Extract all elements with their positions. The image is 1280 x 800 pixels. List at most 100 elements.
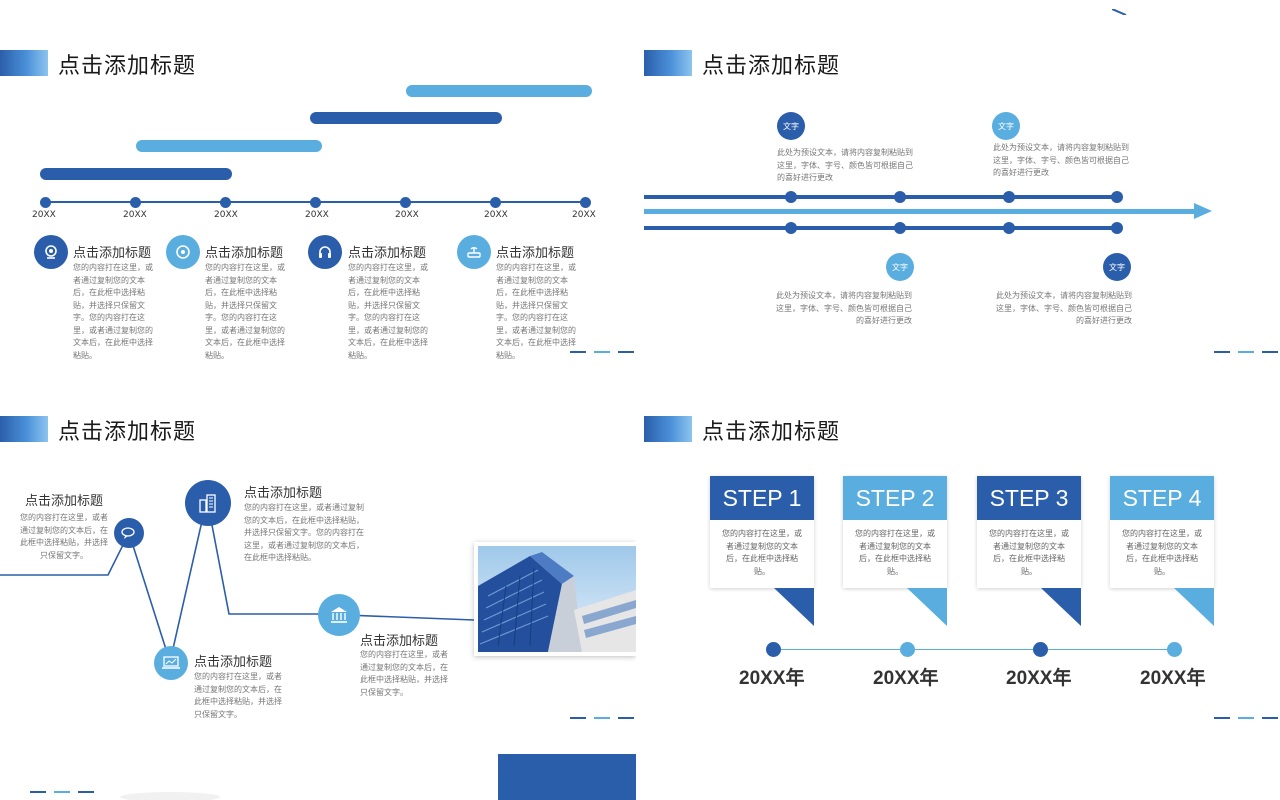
corner-decoration — [570, 351, 636, 354]
year-label: 20XX年 — [739, 668, 805, 689]
text-badge[interactable]: 文字 — [992, 112, 1020, 140]
timeline-dot — [1111, 222, 1123, 234]
cloud-shape — [120, 792, 220, 800]
item-heading[interactable]: 点击添加标题 — [360, 634, 439, 649]
timeline-dot — [766, 642, 781, 657]
timeline-dot — [220, 197, 231, 208]
timeline-dot — [400, 197, 411, 208]
timeline-dot — [1033, 642, 1048, 657]
item-text[interactable]: 您的内容打在这里，或者通过复制您的文本后，在此框中选择粘贴，并选择只保留文字。 — [20, 513, 108, 560]
next-slide-thumbnail-left[interactable] — [0, 740, 636, 800]
item-text[interactable]: 此处为预设文本，请将内容复制粘贴到这里，字体、字号、颜色皆可根据自己的喜好进行更… — [777, 148, 913, 182]
title-accent-bar — [0, 416, 48, 442]
timeline-dot — [900, 642, 915, 657]
arrow-head-icon — [1194, 203, 1212, 219]
item-text[interactable]: 您的内容打在这里，或者通过复制您的文本后，在此框中选择粘贴，并选择只保留文字。您… — [244, 503, 364, 562]
year-label: 20XX — [123, 210, 147, 220]
item-text[interactable]: 您的内容打在这里，或者通过复制您的文本后，在此框中选择粘贴，并选择只保留文字。 — [194, 672, 282, 719]
item-heading[interactable]: 点击添加标题 — [244, 486, 323, 501]
gantt-bar-1 — [40, 168, 232, 180]
item-text[interactable]: 您的内容打在这里，或者通过复制您的文本后，在此框中选择粘贴，并选择只保留文字。您… — [73, 263, 153, 360]
timeline-dot — [1003, 191, 1015, 203]
item-text[interactable]: 此处为预设文本，请将内容复制粘贴到这里，字体、字号、颜色皆可根据自己的喜好进行更… — [993, 143, 1129, 177]
year-label: 20XX — [484, 210, 508, 220]
year-label: 20XX — [395, 210, 419, 220]
item-heading[interactable]: 点击添加标题 — [73, 246, 152, 261]
text-badge[interactable]: 文字 — [886, 253, 914, 281]
corner-decoration — [570, 717, 636, 720]
timeline-dot — [490, 197, 501, 208]
steps-timeline-line — [774, 649, 1174, 650]
title-accent-bar — [644, 50, 692, 76]
item-heading[interactable]: 点击添加标题 — [194, 655, 273, 670]
slide-4-steps[interactable]: 点击添加标题 STEP 1 您的内容打在这里，或者通过复制您的文本后，在此框中选… — [644, 366, 1280, 732]
year-label: 20XX — [305, 210, 329, 220]
chat-bubbles-icon — [114, 518, 144, 548]
headphones-icon — [308, 235, 342, 269]
slide-title[interactable]: 点击添加标题 — [58, 54, 197, 79]
step-pointer — [1041, 588, 1081, 626]
step-text: 您的内容打在这里，或者通过复制您的文本后，在此框中选择粘贴。 — [722, 529, 802, 576]
text-badge[interactable]: 文字 — [1103, 253, 1131, 281]
year-label: 20XX — [572, 210, 596, 220]
item-text[interactable]: 您的内容打在这里，或者通过复制您的文本后，在此框中选择粘贴，并选择只保留文字。 — [360, 650, 448, 697]
timeline-dot — [894, 222, 906, 234]
timeline-dot — [1111, 191, 1123, 203]
corner-decoration — [1214, 717, 1280, 720]
zigzag-connector — [0, 498, 475, 666]
slide-3-zigzag-timeline[interactable]: 点击添加标题 点击添加标题 您的内容打在这里，或者通过复制您的文本后，在此框中选… — [0, 366, 636, 732]
gantt-bar-4 — [406, 85, 592, 97]
item-heading[interactable]: 点击添加标题 — [496, 246, 575, 261]
buildings-icon — [185, 480, 231, 526]
year-label: 20XX年 — [1006, 668, 1072, 689]
step-card[interactable]: STEP 1 您的内容打在这里，或者通过复制您的文本后，在此框中选择粘贴。 — [710, 476, 814, 588]
building-photo-image — [478, 546, 636, 652]
item-heading[interactable]: 点击添加标题 — [25, 494, 104, 509]
router-icon — [457, 235, 491, 269]
item-text[interactable]: 您的内容打在这里，或者通过复制您的文本后，在此框中选择粘贴，并选择只保留文字。您… — [496, 263, 576, 360]
slide-title[interactable]: 点击添加标题 — [702, 420, 841, 445]
text-badge[interactable]: 文字 — [777, 112, 805, 140]
year-label: 20XX年 — [1140, 668, 1206, 689]
corner-decoration — [30, 791, 96, 794]
step-pointer — [1174, 588, 1214, 626]
badge-label: 文字 — [783, 121, 799, 131]
badge-label: 文字 — [892, 262, 908, 272]
item-heading[interactable]: 点击添加标题 — [205, 246, 284, 261]
timeline-dot — [894, 191, 906, 203]
slide-title[interactable]: 点击添加标题 — [58, 420, 197, 445]
year-label: 20XX年 — [873, 668, 939, 689]
item-text[interactable]: 此处为预设文本，请将内容复制粘贴到这里，字体、字号、颜色皆可根据自己的喜好进行更… — [776, 291, 912, 325]
step-label: STEP 4 — [1110, 476, 1214, 520]
slide-2-arrow-timeline[interactable]: 点击添加标题 文字 此处为预设文本，请将内容复制粘贴到这里，字体、字号、颜色皆可… — [644, 0, 1280, 366]
item-text[interactable]: 此处为预设文本，请将内容复制粘贴到这里，字体、字号、颜色皆可根据自己的喜好进行更… — [996, 291, 1132, 325]
step-pointer — [774, 588, 814, 626]
timeline-dot — [1167, 642, 1182, 657]
item-heading[interactable]: 点击添加标题 — [348, 246, 427, 261]
timeline-line-top — [644, 195, 1118, 199]
next-slide-image-strip — [498, 754, 636, 800]
step-text: 您的内容打在这里，或者通过复制您的文本后，在此框中选择粘贴。 — [1122, 529, 1202, 576]
item-text[interactable]: 您的内容打在这里，或者通过复制您的文本后，在此框中选择粘贴，并选择只保留文字。您… — [348, 263, 428, 360]
title-accent-bar — [644, 416, 692, 442]
laptop-chart-icon — [154, 646, 188, 680]
badge-label: 文字 — [998, 121, 1014, 131]
slide-1-timeline[interactable]: 点击添加标题 20XX 20XX 20XX 20XX 20XX 20XX 20X… — [0, 0, 636, 366]
step-pointer — [907, 588, 947, 626]
corner-decoration — [1214, 351, 1280, 354]
badge-label: 文字 — [1109, 262, 1125, 272]
step-card[interactable]: STEP 2 您的内容打在这里，或者通过复制您的文本后，在此框中选择粘贴。 — [843, 476, 947, 588]
bank-icon — [318, 594, 360, 636]
year-label: 20XX — [214, 210, 238, 220]
step-label: STEP 2 — [843, 476, 947, 520]
slide-title[interactable]: 点击添加标题 — [702, 54, 841, 79]
year-label: 20XX — [32, 210, 56, 220]
step-text: 您的内容打在这里，或者通过复制您的文本后，在此框中选择粘贴。 — [855, 529, 935, 576]
gantt-bar-3 — [310, 112, 502, 124]
step-card[interactable]: STEP 4 您的内容打在这里，或者通过复制您的文本后，在此框中选择粘贴。 — [1110, 476, 1214, 588]
timeline-dot — [580, 197, 591, 208]
timeline-dot — [40, 197, 51, 208]
step-label: STEP 3 — [977, 476, 1081, 520]
item-text[interactable]: 您的内容打在这里，或者通过复制您的文本后，在此框中选择粘贴，并选择只保留文字。您… — [205, 263, 285, 360]
step-card[interactable]: STEP 3 您的内容打在这里，或者通过复制您的文本后，在此框中选择粘贴。 — [977, 476, 1081, 588]
